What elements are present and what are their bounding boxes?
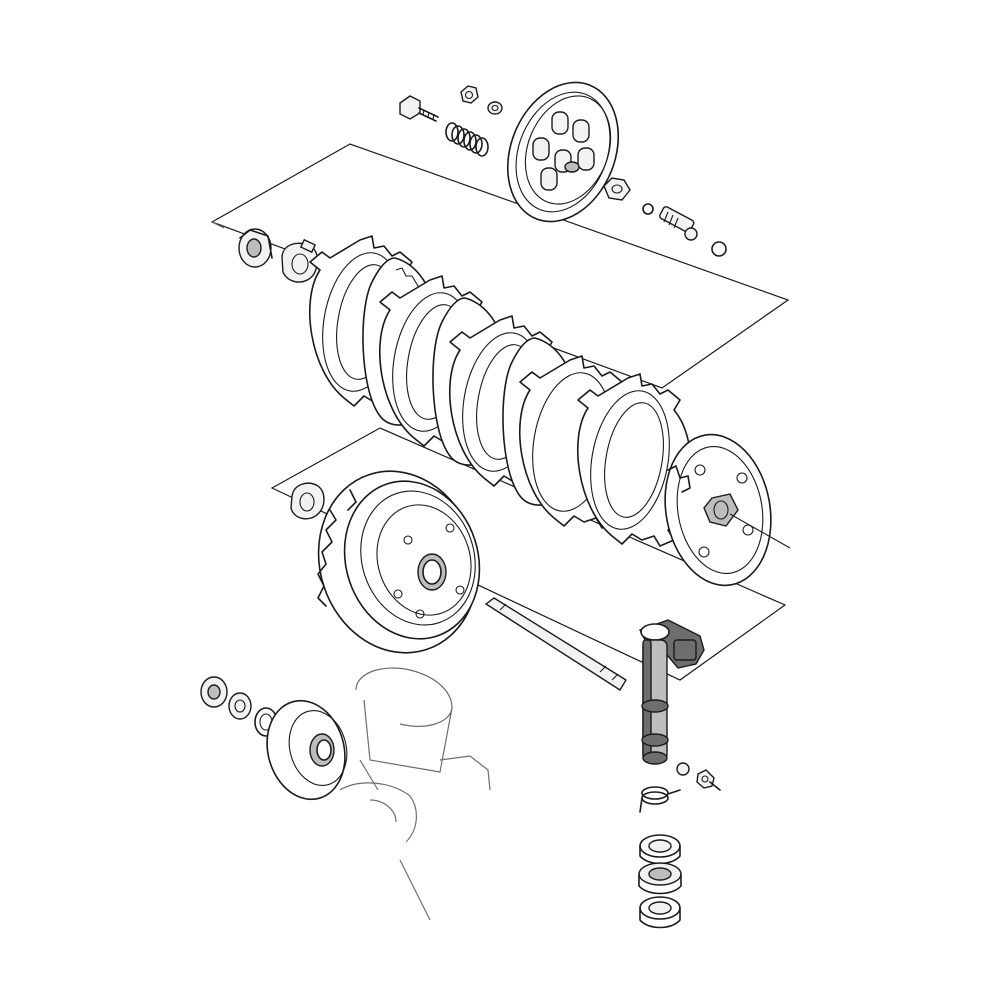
friction-plate-last [577, 373, 692, 547]
oil-seal [639, 834, 681, 865]
clutch-plate-stack [309, 235, 692, 547]
lever-bolt [696, 769, 721, 791]
lock-washer-small [487, 101, 503, 115]
nut-primary [200, 676, 228, 708]
primary-drive-gear [266, 699, 348, 801]
needle-bearing-upper [638, 862, 682, 895]
clutch-boss [664, 433, 791, 587]
push-rod-adjuster [659, 206, 698, 241]
steel-ball [711, 241, 727, 257]
clutch-housing [317, 470, 481, 654]
assembly-guide-lower [270, 427, 787, 681]
thrust-washer [290, 482, 325, 520]
clutch-spring [445, 122, 489, 157]
lock-nut-small [460, 85, 479, 104]
washer-primary [228, 692, 252, 720]
adjuster-nut [603, 177, 631, 201]
needle-bearing [639, 896, 681, 929]
crankshaft [339, 667, 491, 921]
o-ring [642, 203, 654, 215]
pressure-plate [506, 81, 620, 223]
lever-washer [676, 762, 690, 776]
spring-bolt [399, 95, 439, 122]
release-lever [639, 619, 705, 765]
push-rod [484, 597, 627, 691]
return-spring [639, 786, 681, 813]
lock-nut [238, 228, 273, 268]
